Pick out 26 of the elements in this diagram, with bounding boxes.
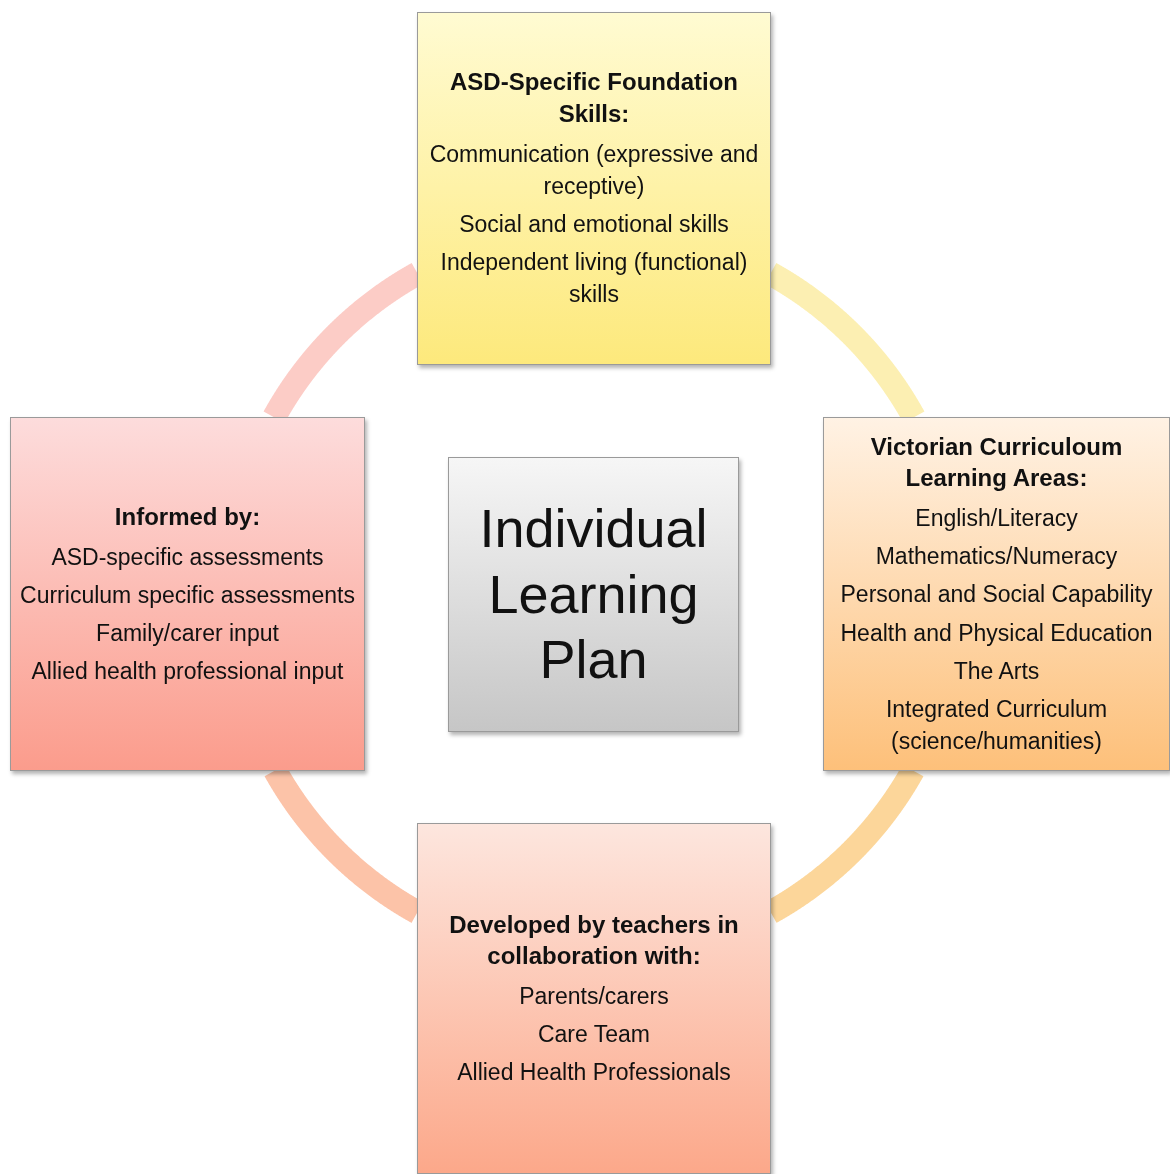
list-item: Allied Health Professionals [457, 1058, 731, 1088]
panel-heading: Informed by: [114, 501, 261, 532]
panel-heading: Victorian Curriculoum Learning Areas: [869, 431, 1124, 493]
list-item: Independent living (functional) skills [439, 248, 749, 310]
panel-box [417, 823, 771, 1174]
list-item: Care Team [537, 1020, 651, 1050]
panel-heading: ASD-Specific Foundation Skills: [449, 67, 739, 129]
list-item: Communication (expressive and receptive) [428, 139, 760, 201]
panel-heading: Developed by teachers in collaboration with: [448, 909, 740, 971]
panel-box [417, 12, 771, 365]
list-item: Social and emotional skills [459, 210, 729, 240]
list-item: ASD-specific assessments [51, 542, 324, 572]
panel-box [10, 417, 365, 771]
list-item: Integrated Curriculum (science/humanities) [884, 694, 1109, 757]
list-item: Allied health professional input [31, 657, 344, 687]
list-item: The Arts [953, 656, 1040, 686]
list-item: Mathematics/Numeracy [875, 542, 1118, 572]
list-item: Parents/carers [519, 981, 669, 1011]
list-item: Personal and Social Capability [840, 580, 1153, 610]
panel-box [823, 417, 1170, 771]
panel-box [448, 457, 739, 732]
list-item: English/Literacy [915, 504, 1078, 534]
list-item: Family/carer input [96, 619, 279, 649]
list-item: Curriculum specific assessments [20, 580, 355, 610]
list-item: Health and Physical Education [840, 618, 1153, 648]
center-title: Individual Learning Plan [478, 496, 709, 692]
